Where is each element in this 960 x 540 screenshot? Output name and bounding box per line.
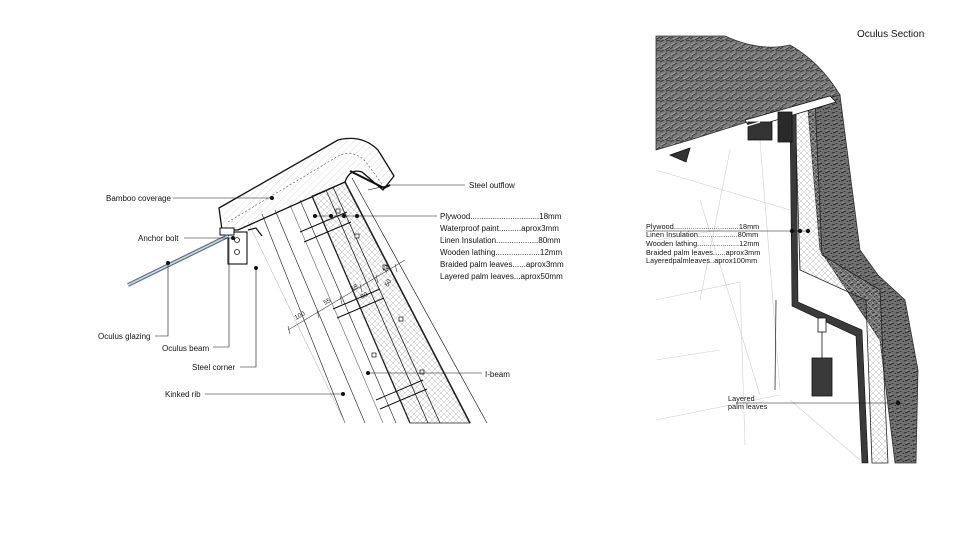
material-item: Braided palm leaves......aprox3mm — [646, 248, 760, 257]
label-bamboo-coverage: Bamboo coverage — [106, 194, 171, 203]
dim-100: 100 — [294, 310, 307, 322]
label-oculus-glazing: Oculus glazing — [98, 332, 150, 341]
material-item: Plywood...............................18… — [646, 222, 759, 231]
material-item: Linen Insulation...................80mm — [646, 230, 758, 239]
label-anchor-bolt: Anchor bolt — [138, 234, 179, 243]
material-item: Waterproof paint..........aprox3mm — [440, 224, 559, 233]
insulation-band — [794, 99, 889, 464]
bamboo-coverage — [218, 137, 395, 231]
dim-12: 12 — [382, 264, 392, 274]
label-steel-outflow: Steel outflow — [469, 181, 515, 190]
material-item: Braided palm leaves......aprox3mm — [440, 260, 564, 269]
label-i-beam: I-beam — [485, 370, 510, 379]
dim-80: 80 — [360, 291, 370, 301]
fasteners — [335, 208, 425, 375]
dim-50: 50 — [384, 278, 394, 288]
material-item: Wooden lathing....................12mm — [646, 239, 760, 248]
oculus-beam-elements — [774, 299, 833, 397]
material-item: Layered palm leaves...aprox50mm — [440, 272, 563, 281]
label-kinked-rib: Kinked rib — [165, 390, 201, 399]
material-item: Layeredpalmleaves..aprox100mm — [646, 256, 757, 265]
material-item: Linen Insulation...................80mm — [440, 236, 561, 245]
right-leader-dots — [789, 228, 901, 406]
dim-55: 55 — [323, 297, 333, 307]
leader-lines — [155, 184, 482, 395]
oculus-edge — [668, 95, 837, 163]
right-leaders — [646, 230, 898, 404]
steel-corner — [247, 227, 263, 237]
dimension-chain — [287, 259, 406, 335]
roof-edge-detail: 100 55 18 80 50 12 — [98, 137, 564, 424]
wooden-lathing — [325, 177, 488, 424]
material-list-left: Plywood...............................18… — [440, 212, 564, 281]
section-title: Oculus Section — [857, 29, 924, 40]
material-item: Plywood...............................18… — [440, 212, 562, 221]
leader-dots — [166, 196, 370, 396]
label-layered: Layered — [728, 394, 755, 403]
oculus-section-perspective: Oculus Section — [646, 29, 924, 464]
material-item: Wooden lathing....................12mm — [440, 248, 562, 257]
label-oculus-beam: Oculus beam — [162, 344, 209, 353]
anchor-bolt — [219, 227, 235, 236]
label-palm-leaves: palm leaves — [728, 402, 768, 411]
oculus-beam — [227, 231, 248, 265]
dim-18: 18 — [350, 283, 360, 293]
perspective-lines — [655, 139, 861, 461]
label-steel-corner: Steel corner — [192, 363, 235, 372]
i-beam — [299, 211, 428, 410]
steel-outflow — [349, 170, 391, 190]
plywood-layer — [789, 109, 869, 464]
material-list-right: Plywood...............................18… — [646, 222, 760, 265]
